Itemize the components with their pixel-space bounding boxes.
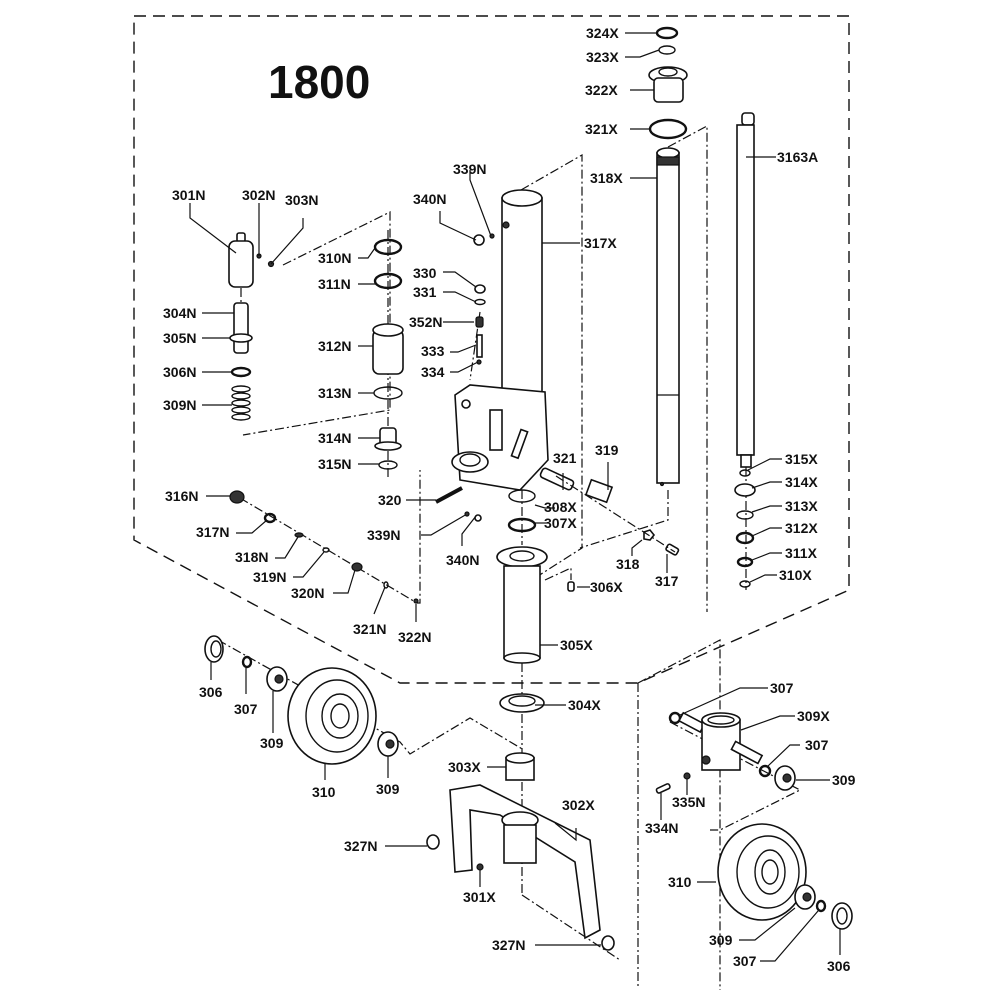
label-318X: 318X — [590, 170, 623, 186]
label-304X: 304X — [568, 697, 601, 713]
label-320N: 320N — [291, 585, 324, 601]
base-tube-group — [496, 467, 680, 664]
label-307-right2: 307 — [805, 737, 829, 753]
model-title: 1800 — [268, 56, 370, 108]
label-318: 318 — [616, 556, 640, 572]
center-fork-group — [426, 663, 621, 961]
label-334N: 334N — [645, 820, 678, 836]
label-305X: 305X — [560, 637, 593, 653]
label-327N-top: 327N — [344, 838, 377, 854]
label-319: 319 — [595, 442, 619, 458]
label-302X: 302X — [562, 797, 595, 813]
label-307-left: 307 — [234, 701, 258, 717]
label-331: 331 — [413, 284, 437, 300]
pump-plunger-group — [228, 211, 391, 436]
label-314N: 314N — [318, 430, 351, 446]
label-317: 317 — [655, 573, 679, 589]
label-307-right1: 307 — [770, 680, 794, 696]
label-317X: 317X — [584, 235, 617, 251]
label-309-left2: 309 — [376, 781, 400, 797]
label-340N-mid: 340N — [446, 552, 479, 568]
label-321: 321 — [553, 450, 577, 466]
left-wheel-group — [204, 635, 525, 765]
pump-head-group — [372, 230, 404, 480]
label-312X: 312X — [785, 520, 818, 536]
label-305N: 305N — [163, 330, 196, 346]
label-306X: 306X — [590, 579, 623, 595]
label-308X: 308X — [544, 499, 577, 515]
label-309X: 309X — [797, 708, 830, 724]
label-322X: 322X — [585, 82, 618, 98]
label-335N: 335N — [672, 794, 705, 810]
label-303X: 303X — [448, 759, 481, 775]
label-330: 330 — [413, 265, 437, 281]
label-339N-mid: 339N — [367, 527, 400, 543]
label-312N: 312N — [318, 338, 351, 354]
label-309N: 309N — [163, 397, 196, 413]
label-313N: 313N — [318, 385, 351, 401]
label-3163A: 3163A — [777, 149, 818, 165]
label-318N: 318N — [235, 549, 268, 565]
label-339N-top: 339N — [453, 161, 486, 177]
label-309-left: 309 — [260, 735, 284, 751]
label-301X: 301X — [463, 889, 496, 905]
label-320: 320 — [378, 492, 402, 508]
label-321X: 321X — [585, 121, 618, 137]
label-309-right2: 309 — [709, 932, 733, 948]
label-315N: 315N — [318, 456, 351, 472]
label-324X: 324X — [586, 25, 619, 41]
label-304N: 304N — [163, 305, 196, 321]
label-310-right: 310 — [668, 874, 692, 890]
label-315X: 315X — [785, 451, 818, 467]
label-302N: 302N — [242, 187, 275, 203]
label-313X: 313X — [785, 498, 818, 514]
label-306-left: 306 — [199, 684, 223, 700]
main-cylinder-housing — [435, 153, 583, 577]
right-wheel-group — [637, 639, 853, 990]
label-314X: 314X — [785, 474, 818, 490]
label-316N: 316N — [165, 488, 198, 504]
label-301N: 301N — [172, 187, 205, 203]
label-307-right3: 307 — [733, 953, 757, 969]
piston-rod-group — [734, 112, 756, 590]
label-309-right1: 309 — [832, 772, 856, 788]
label-319N: 319N — [253, 569, 286, 585]
label-334: 334 — [421, 364, 445, 380]
release-valve-group — [229, 470, 421, 604]
label-333: 333 — [421, 343, 445, 359]
label-307X: 307X — [544, 515, 577, 531]
label-352N: 352N — [409, 314, 442, 330]
label-303N: 303N — [285, 192, 318, 208]
label-321N: 321N — [353, 621, 386, 637]
label-310N: 310N — [318, 250, 351, 266]
label-322N: 322N — [398, 629, 431, 645]
label-311X: 311X — [785, 545, 818, 561]
label-306N: 306N — [163, 364, 196, 380]
label-311N: 311N — [318, 276, 351, 292]
label-310X: 310X — [779, 567, 812, 583]
label-340N-top: 340N — [413, 191, 446, 207]
assembly-boundary — [133, 15, 850, 684]
ram-group — [579, 26, 708, 612]
label-310-left: 310 — [312, 784, 336, 800]
label-317N: 317N — [196, 524, 229, 540]
label-323X: 323X — [586, 49, 619, 65]
label-306-right: 306 — [827, 958, 851, 974]
label-327N-bot: 327N — [492, 937, 525, 953]
